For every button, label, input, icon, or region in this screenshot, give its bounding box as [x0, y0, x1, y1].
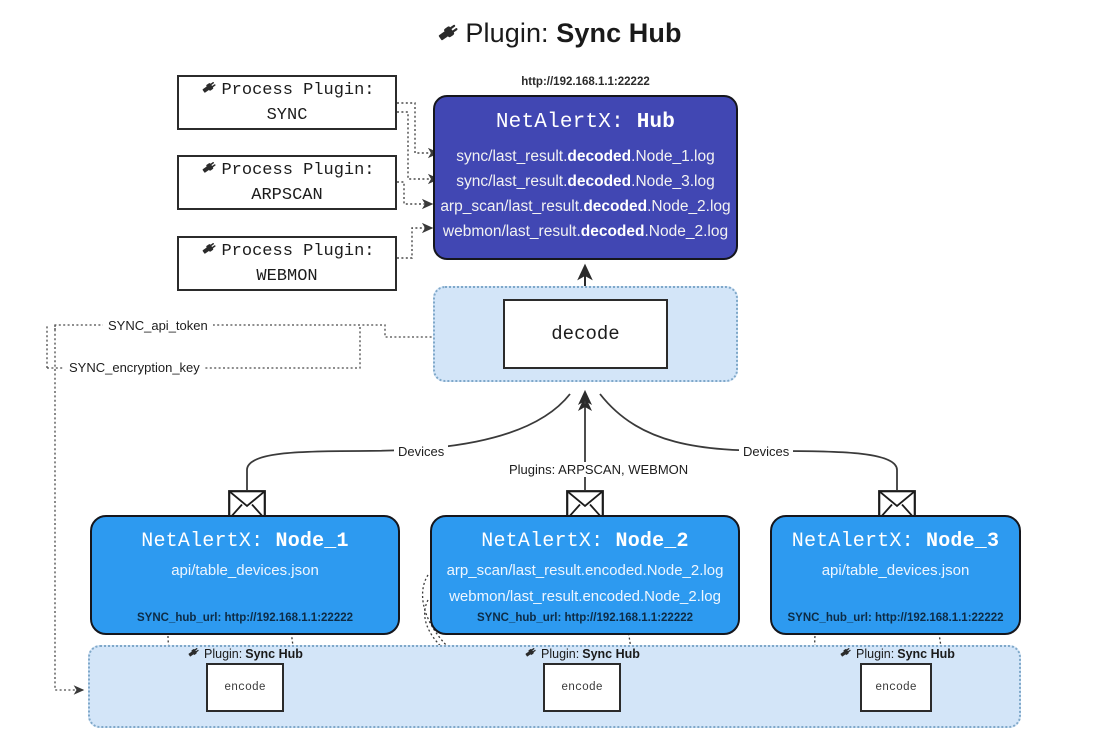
encode-plugin-prefix: Plugin:: [541, 646, 580, 661]
node-title-prefix: NetAlertX:: [791, 530, 926, 553]
node-title-prefix: NetAlertX:: [481, 530, 616, 553]
hub-box[interactable]: NetAlertX: Hub sync/last_result.decoded.…: [433, 95, 738, 260]
encode-plugin-prefix: Plugin:: [856, 646, 895, 661]
hub-log-item: arp_scan/last_result.decoded.Node_2.log: [435, 194, 736, 219]
process-plugin-box-sync[interactable]: Process Plugin: SYNC: [177, 75, 397, 130]
log-em: decoded: [580, 223, 645, 241]
plug-icon: [523, 645, 538, 662]
hub-log-item: sync/last_result.decoded.Node_1.log: [435, 144, 736, 169]
encode-plugin-name: Sync Hub: [897, 646, 955, 661]
node-title-name: Node_3: [926, 530, 1000, 553]
setting-encryption-key-label: SYNC_encryption_key: [64, 360, 205, 375]
node-hub-url: SYNC_hub_url: http://192.168.1.1:22222: [136, 612, 354, 624]
node-line: api/table_devices.json: [821, 562, 970, 579]
node-box-node1[interactable]: NetAlertX: Node_1 api/table_devices.json…: [90, 515, 400, 635]
setting-api-token-label: SYNC_api_token: [103, 318, 213, 333]
node-line: api/table_devices.json: [171, 562, 319, 579]
log-pre: sync/last_result.: [456, 148, 568, 165]
hub-title-prefix: NetAlertX:: [495, 111, 637, 134]
plug-icon: [186, 645, 201, 662]
encode-plugin-label-3: Plugin: Sync Hub: [838, 645, 955, 662]
edge-label-plugins: Plugins: ARPSCAN, WEBMON: [505, 462, 693, 477]
log-pre: sync/last_result.: [456, 173, 568, 191]
plug-icon: [838, 645, 853, 662]
hub-log-list: sync/last_result.decoded.Node_1.log sync…: [435, 144, 736, 244]
hub-url-label: http://192.168.1.1:22222: [521, 76, 650, 88]
encode-box-1[interactable]: encode: [206, 663, 284, 712]
encode-box-3[interactable]: encode: [860, 663, 932, 712]
plug-icon: [199, 239, 219, 266]
page-title: Plugin: Sync Hub: [0, 18, 1117, 52]
encode-plugin-label-2: Plugin: Sync Hub: [523, 645, 640, 662]
page-title-name: Sync Hub: [556, 18, 682, 48]
node-hub-url: SYNC_hub_url: http://192.168.1.1:22222: [787, 612, 1004, 624]
hub-title-name: Hub: [636, 111, 676, 134]
log-post: .Node_1.log: [631, 148, 715, 165]
plug-icon: [199, 78, 219, 105]
log-pre: webmon/last_result.: [442, 223, 581, 241]
log-em: decoded: [567, 173, 632, 191]
encode-plugin-prefix: Plugin:: [204, 646, 243, 661]
encode-plugin-name: Sync Hub: [245, 646, 303, 661]
node-title-prefix: NetAlertX:: [141, 530, 276, 553]
log-post: .Node_2.log: [644, 223, 729, 241]
process-plugin-label: Process Plugin:: [221, 80, 375, 100]
node-title-name: Node_2: [615, 530, 689, 553]
process-plugin-label: Process Plugin:: [221, 160, 375, 180]
encode-box-2[interactable]: encode: [543, 663, 621, 712]
log-post: .Node_2.log: [647, 198, 731, 216]
process-plugin-box-webmon[interactable]: Process Plugin: WEBMON: [177, 236, 397, 291]
process-plugin-label: Process Plugin:: [221, 241, 375, 261]
hub-log-item: webmon/last_result.decoded.Node_2.log: [435, 219, 736, 244]
node-title: NetAlertX: Node_2: [432, 530, 738, 553]
node-box-node2[interactable]: NetAlertX: Node_2 arp_scan/last_result.e…: [430, 515, 740, 635]
log-post: .Node_3.log: [631, 173, 715, 191]
page-title-prefix: Plugin:: [465, 18, 557, 48]
node-hub-url: SYNC_hub_url: http://192.168.1.1:22222: [476, 612, 694, 624]
encode-plugin-label-1: Plugin: Sync Hub: [186, 645, 303, 662]
envelope-icon: [566, 490, 604, 520]
process-plugin-name: SYNC: [266, 105, 308, 125]
edge-label-devices-right: Devices: [739, 444, 794, 459]
plug-icon: [435, 19, 461, 52]
encode-plugin-name: Sync Hub: [582, 646, 640, 661]
node-title: NetAlertX: Node_1: [92, 530, 398, 553]
log-em: decoded: [567, 148, 632, 165]
process-plugin-name: ARPSCAN: [251, 185, 323, 205]
node-title: NetAlertX: Node_3: [772, 530, 1019, 553]
process-plugin-box-arpscan[interactable]: Process Plugin: ARPSCAN: [177, 155, 397, 210]
envelope-icon: [878, 490, 916, 520]
log-pre: arp_scan/last_result.: [440, 198, 584, 216]
decode-box[interactable]: decode: [503, 299, 668, 369]
edge-label-devices-left: Devices: [394, 444, 449, 459]
hub-title: NetAlertX: Hub: [435, 111, 736, 134]
node-box-node3[interactable]: NetAlertX: Node_3 api/table_devices.json…: [770, 515, 1021, 635]
log-em: decoded: [583, 198, 648, 216]
hub-log-item: sync/last_result.decoded.Node_3.log: [435, 169, 736, 194]
node-line: webmon/last_result.encoded.Node_2.log: [449, 588, 721, 605]
plug-icon: [199, 158, 219, 185]
node-title-name: Node_1: [275, 530, 349, 553]
process-plugin-name: WEBMON: [256, 266, 318, 286]
node-line: arp_scan/last_result.encoded.Node_2.log: [446, 562, 724, 579]
